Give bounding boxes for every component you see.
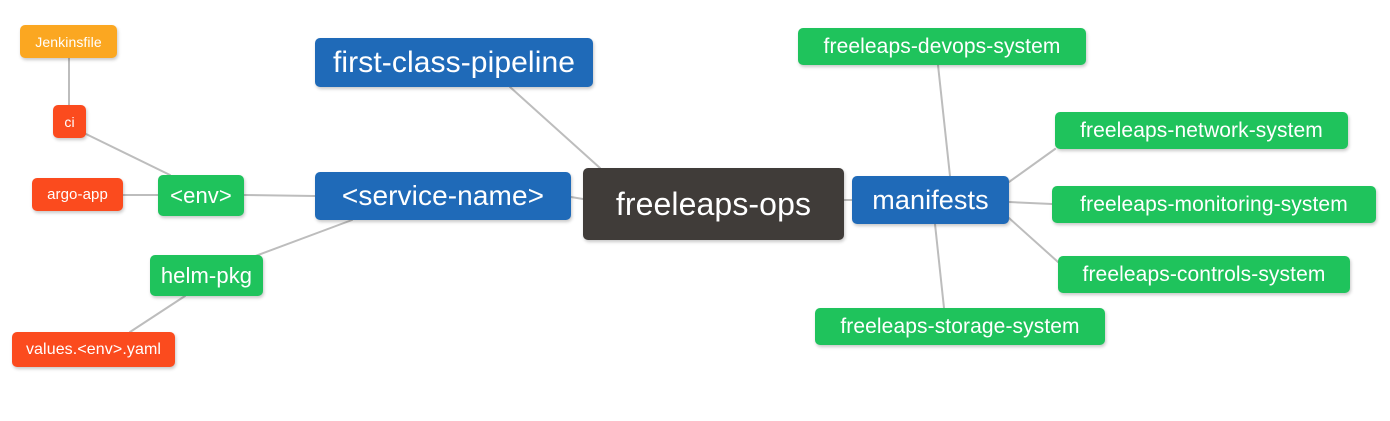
node-label-service-name: <service-name> <box>341 180 545 211</box>
node-env[interactable]: <env> <box>158 175 244 216</box>
node-freeleaps-devops-system[interactable]: freeleaps-devops-system <box>798 28 1086 65</box>
edge-values-env-yaml-to-helm-pkg <box>129 295 186 333</box>
node-label-argo-app: argo-app <box>47 186 108 203</box>
edge-service-name-to-freeleaps-ops <box>570 196 584 200</box>
edge-env-to-service-name <box>243 194 316 197</box>
node-freeleaps-ops[interactable]: freeleaps-ops <box>583 168 844 240</box>
node-label-freeleaps-storage-system: freeleaps-storage-system <box>840 315 1080 338</box>
node-label-first-class-pipeline: first-class-pipeline <box>332 45 576 79</box>
node-manifests[interactable]: manifests <box>852 176 1009 224</box>
edge-ci-to-env <box>85 133 171 176</box>
node-helm-pkg[interactable]: helm-pkg <box>150 255 263 296</box>
node-freeleaps-network-system[interactable]: freeleaps-network-system <box>1055 112 1348 149</box>
edge-helm-pkg-to-service-name <box>249 219 353 259</box>
node-argo-app[interactable]: argo-app <box>32 178 123 211</box>
node-label-manifests: manifests <box>872 184 989 215</box>
node-first-class-pipeline[interactable]: first-class-pipeline <box>315 38 593 87</box>
node-freeleaps-storage-system[interactable]: freeleaps-storage-system <box>815 308 1105 345</box>
node-label-env: <env> <box>170 182 232 208</box>
node-label-helm-pkg: helm-pkg <box>160 262 253 288</box>
edge-freeleaps-devops-system-to-manifests <box>937 64 951 177</box>
node-label-ci: ci <box>64 113 75 130</box>
node-label-jenkinsfile: Jenkinsfile <box>35 33 102 50</box>
edge-freeleaps-network-system-to-manifests <box>1008 148 1056 183</box>
node-jenkinsfile[interactable]: Jenkinsfile <box>20 25 117 58</box>
edge-freeleaps-controls-system-to-manifests <box>1008 217 1059 263</box>
node-values-env-yaml[interactable]: values.<env>.yaml <box>12 332 175 367</box>
node-label-freeleaps-ops: freeleaps-ops <box>615 186 812 222</box>
edge-first-class-pipeline-to-freeleaps-ops <box>509 86 601 169</box>
edge-freeleaps-storage-system-to-manifests <box>934 223 945 309</box>
node-label-freeleaps-monitoring-system: freeleaps-monitoring-system <box>1080 193 1348 216</box>
edge-freeleaps-monitoring-system-to-manifests <box>1008 201 1053 205</box>
node-label-freeleaps-controls-system: freeleaps-controls-system <box>1082 263 1326 286</box>
node-freeleaps-controls-system[interactable]: freeleaps-controls-system <box>1058 256 1350 293</box>
node-label-freeleaps-devops-system: freeleaps-devops-system <box>823 35 1061 58</box>
node-label-values-env-yaml: values.<env>.yaml <box>25 340 162 358</box>
node-ci[interactable]: ci <box>53 105 86 138</box>
node-freeleaps-monitoring-system[interactable]: freeleaps-monitoring-system <box>1052 186 1376 223</box>
node-service-name[interactable]: <service-name> <box>315 172 571 220</box>
node-label-freeleaps-network-system: freeleaps-network-system <box>1080 119 1323 142</box>
